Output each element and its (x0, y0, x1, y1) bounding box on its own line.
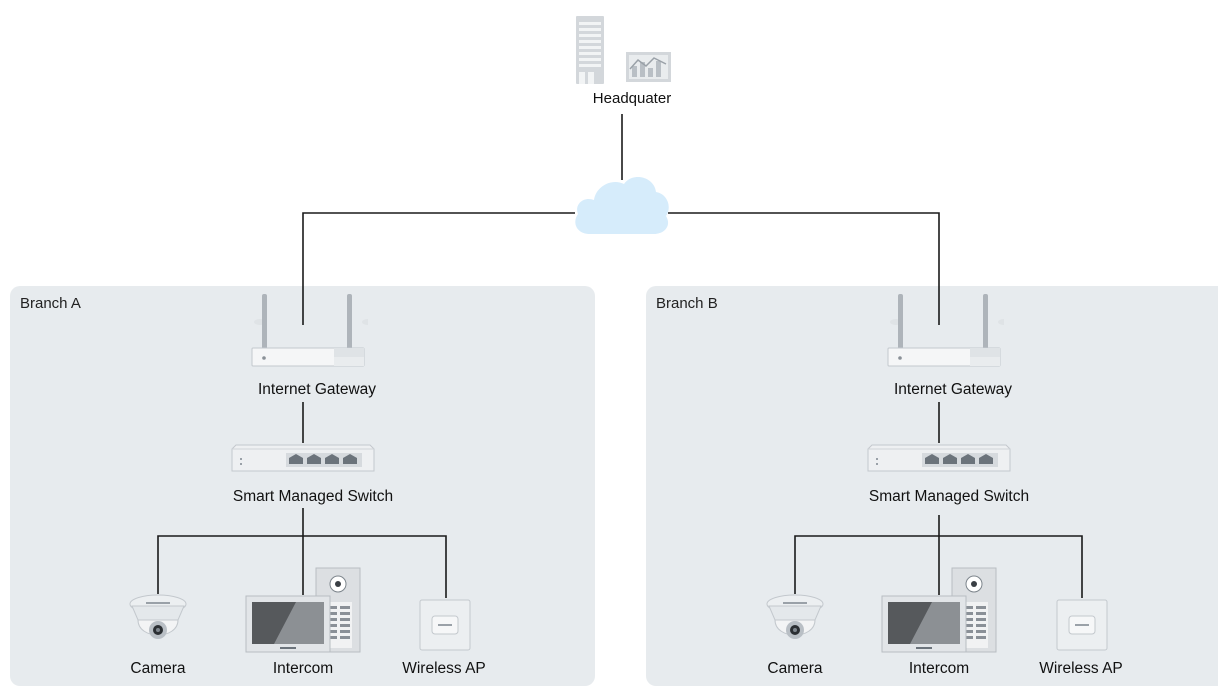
branch-b-intercom-label: Intercom (908, 660, 970, 677)
line-cloud-branch-b (668, 212, 940, 325)
branch-a-wireless-ap-label: Wireless AP (402, 660, 486, 677)
branch-b-gateway-label: Internet Gateway (893, 381, 1013, 398)
branch-b-camera-icon (766, 594, 824, 639)
branch-b-wireless-ap-icon (1056, 599, 1108, 651)
line-a-switch-bus (157, 535, 447, 598)
branch-b-switch-label: Smart Managed Switch (868, 488, 1030, 505)
branch-a-title: Branch A (20, 295, 81, 312)
branch-b-intercom-icon (881, 567, 997, 653)
branch-a-intercom-icon (245, 567, 361, 653)
branch-a-switch-icon (231, 444, 375, 472)
branch-a-wireless-ap-icon (419, 599, 471, 651)
branch-a-gateway-label: Internet Gateway (257, 381, 377, 398)
branch-b-wireless-ap-label: Wireless AP (1039, 660, 1123, 677)
headquarters-label: Headquater (592, 90, 672, 107)
branch-b-title: Branch B (656, 295, 718, 312)
branch-b-switch-icon (867, 444, 1011, 472)
branch-a-switch-label: Smart Managed Switch (232, 488, 394, 505)
branch-a-camera-label: Camera (130, 660, 186, 677)
branch-a-router-icon (251, 294, 368, 367)
line-b-switch-bus (794, 535, 1083, 598)
internet-cloud-icon (575, 177, 669, 234)
branch-a-intercom-label: Intercom (272, 660, 334, 677)
branch-a-camera-icon (129, 594, 187, 639)
line-cloud-branch-a (302, 212, 575, 325)
headquarters-building-icon (576, 16, 671, 84)
branch-b-camera-label: Camera (767, 660, 823, 677)
branch-b-router-icon (887, 294, 1004, 367)
